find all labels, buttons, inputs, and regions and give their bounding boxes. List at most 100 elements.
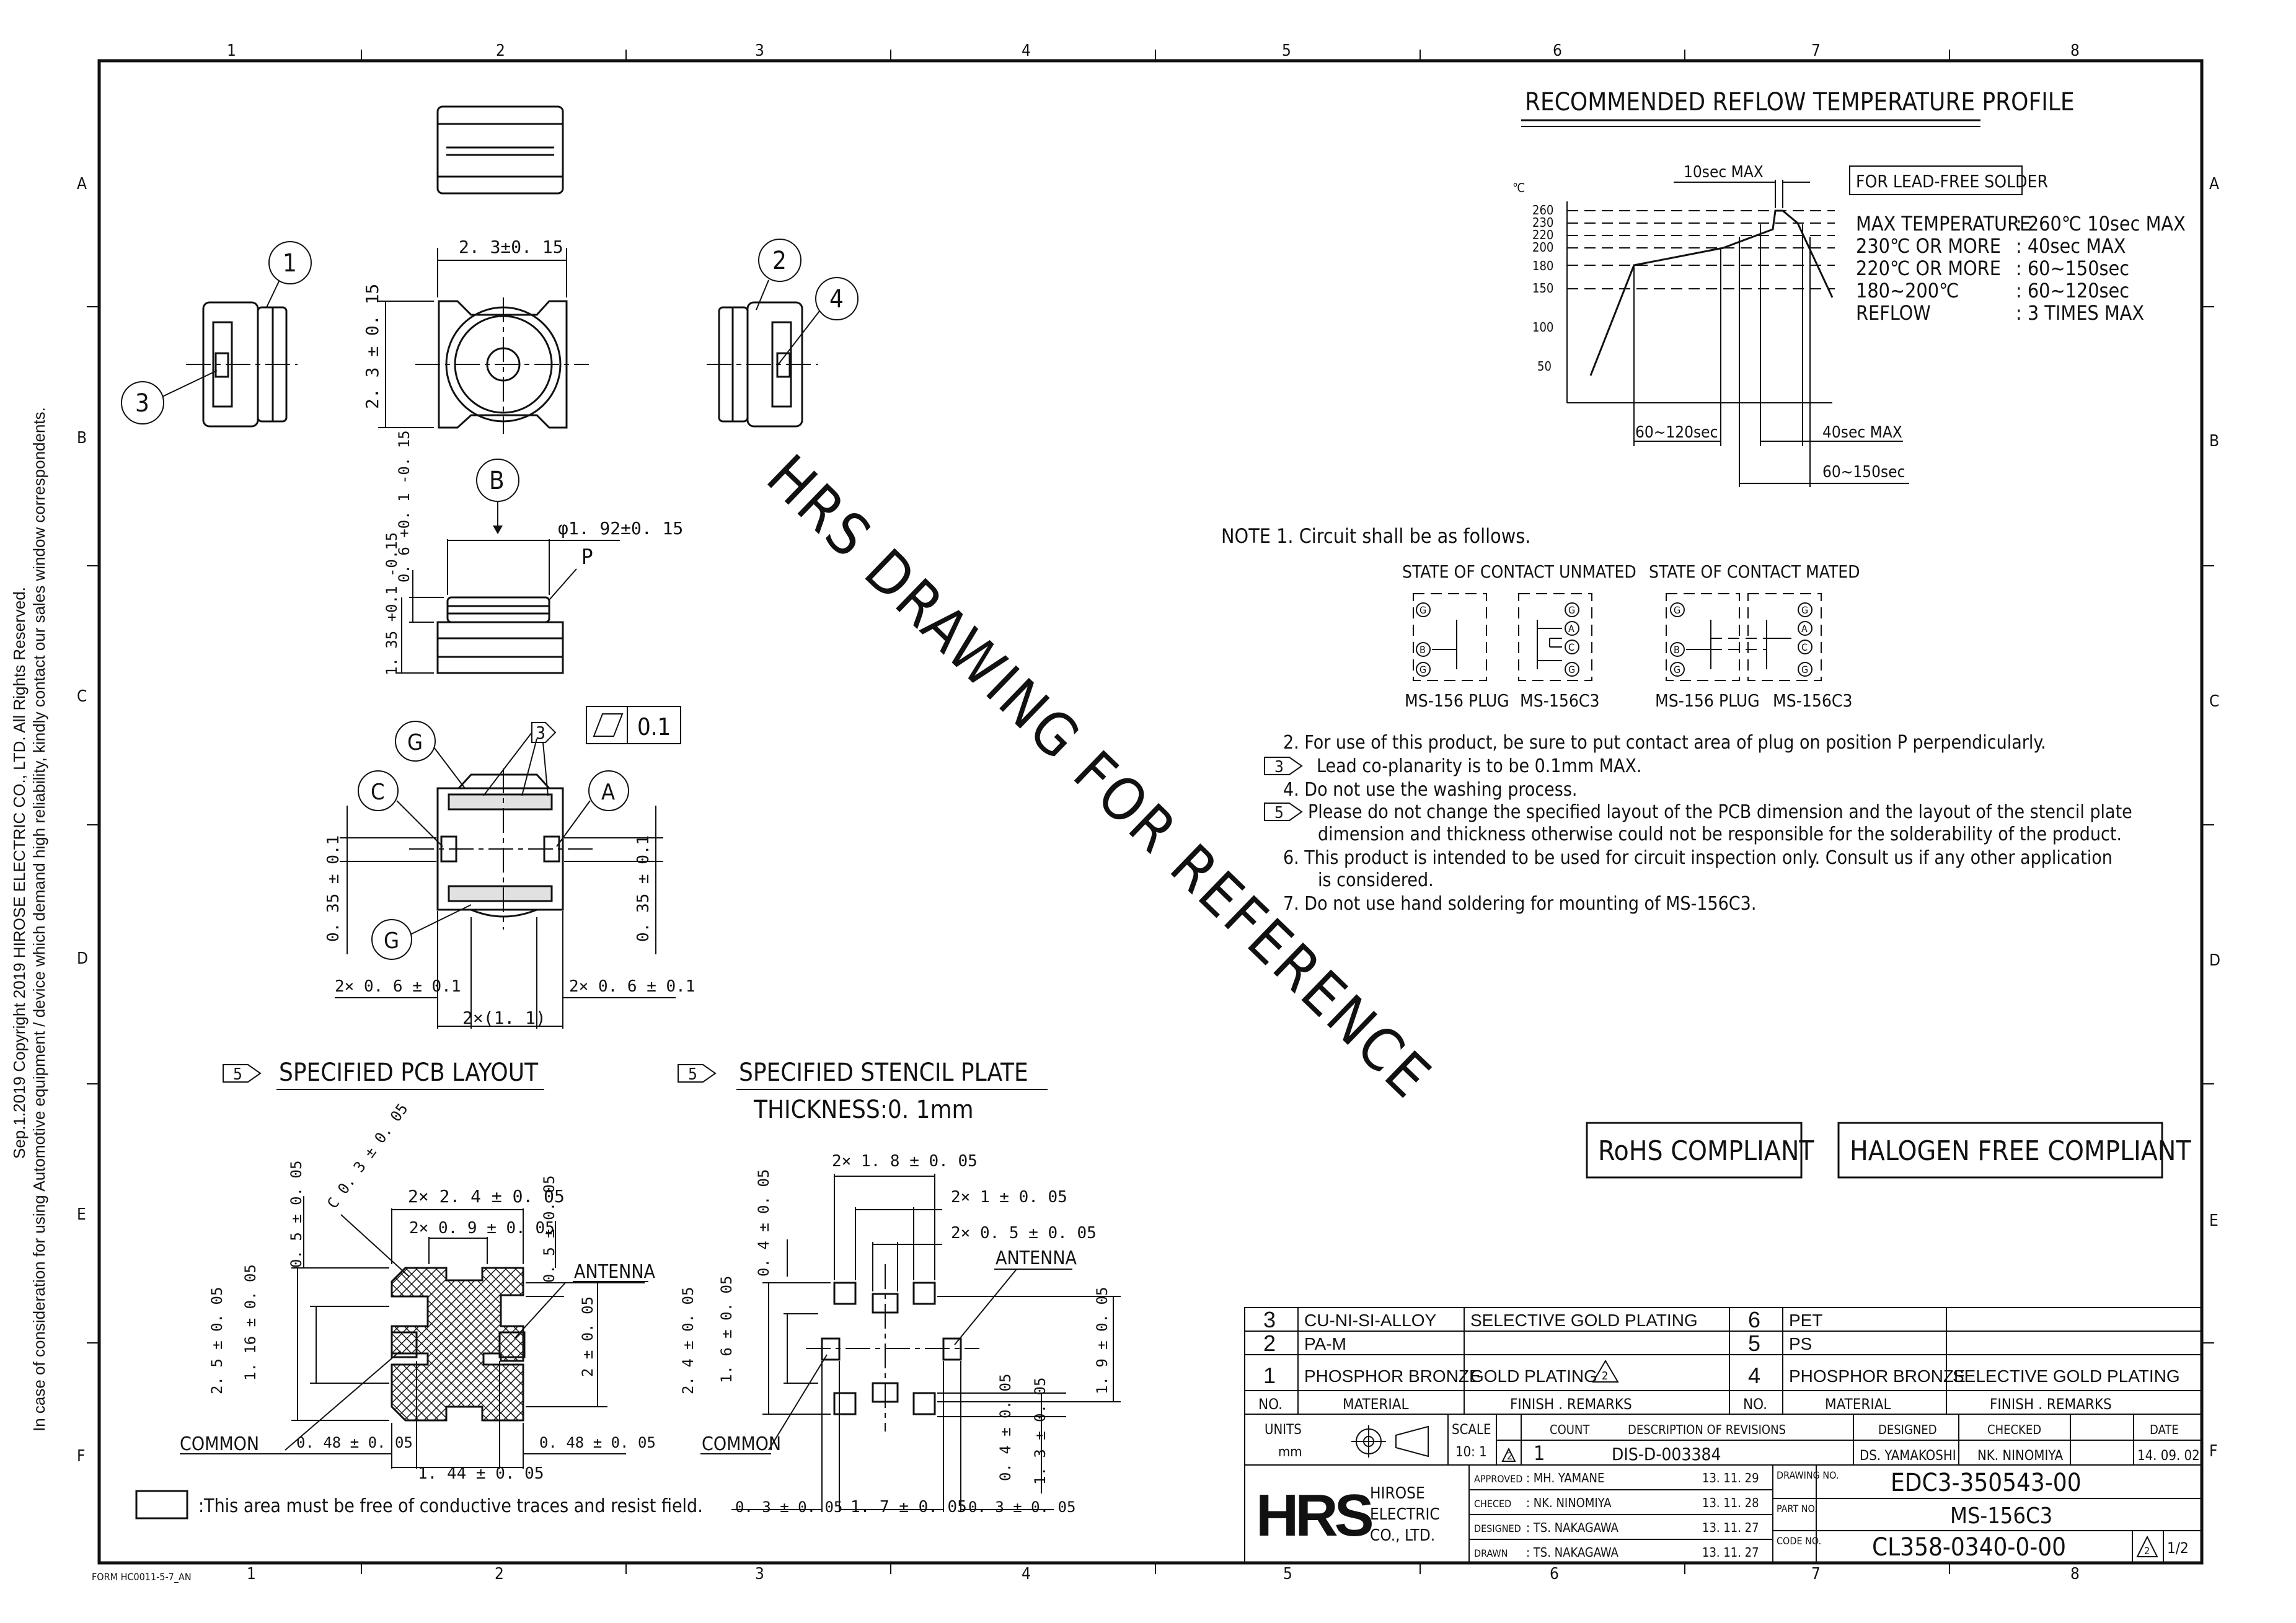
stencil-dim-13: 1. 3 ± 0. 05 [1031, 1378, 1049, 1485]
front-dims [378, 248, 567, 428]
recept-label: MS-156C3 [1773, 690, 1853, 711]
bom-no: 2 [1263, 1331, 1276, 1356]
company-line: HIROSE [1370, 1484, 1425, 1503]
reflow-title: RECOMMENDED REFLOW TEMPERATURE PROFILE [1525, 88, 2075, 117]
lead-free-box [1849, 165, 2023, 195]
pcb-pad-common [391, 1331, 418, 1358]
rev-triangle-icon [1592, 1360, 1619, 1383]
pcb-note-mark: 5 [233, 1065, 242, 1084]
dim-2x0-6-right: 2× 0. 6 ± 0.1 [569, 977, 695, 996]
dim-60-120: 60~120sec [1635, 423, 1718, 442]
dim-40sec: 40sec MAX [1822, 423, 1902, 442]
front-view [415, 297, 589, 434]
pin-label: G [1674, 664, 1680, 675]
pcb-dim-2x09: 2× 0. 9 ± 0. 05 [409, 1219, 555, 1238]
pin-label: B [1420, 644, 1426, 656]
bom-material: PET [1789, 1311, 1822, 1330]
y-tick: 100 [1532, 320, 1553, 335]
col-label: 3 [755, 42, 764, 60]
col-label: 4 [1022, 1565, 1031, 1583]
bom-material: PA-M [1304, 1334, 1346, 1353]
checked-date: 13. 11. 28 [1702, 1495, 1759, 1510]
projection-symbol [1351, 1425, 1429, 1458]
pcb-dim-048-right: 0. 48 ± 0. 05 [539, 1434, 656, 1451]
units-value: mm [1278, 1445, 1302, 1460]
drawn-by: : TS. NAKAGAWA [1526, 1545, 1619, 1560]
stencil-note-flag [678, 1064, 717, 1083]
dim-0-6: 0. 6 +0. 1 -0. 15 [395, 430, 413, 583]
col-label: 6 [1550, 1565, 1559, 1583]
callout-4 [815, 277, 859, 320]
pin-label: G [1801, 664, 1808, 675]
reflow-y-ticks: 260 230 220 200 180 150 100 50 [1532, 203, 1553, 374]
halogen-text: HALOGEN FREE COMPLIANT [1850, 1135, 2191, 1167]
keepout-legend-swatch [135, 1490, 188, 1520]
pin-label: G [1801, 604, 1808, 616]
pin [1565, 662, 1579, 677]
frame-ticks [87, 50, 2214, 1574]
bom-rows: 3 CU-NI-SI-ALLOY SELECTIVE GOLD PLATING … [1263, 1307, 2180, 1388]
view-arrow-head [493, 526, 503, 534]
bom-no: 5 [1748, 1331, 1760, 1356]
hrs-logo: HRS [1256, 1482, 1372, 1549]
row-label: A [77, 175, 87, 193]
section-view [409, 768, 595, 930]
peak-label: 10sec MAX [1684, 163, 1764, 182]
pin [1416, 642, 1431, 657]
scale-value: 10: 1 [1455, 1445, 1487, 1460]
pcb-dim-2: 2 ± 0. 05 [579, 1296, 596, 1377]
leader [266, 281, 280, 308]
dim-1-35: 1. 35 +0.1 -0.15 [383, 532, 400, 675]
y-tick: 50 [1537, 359, 1552, 374]
pcb-note-flag [223, 1064, 262, 1083]
bom-head-finish: FINISH . REMARKS [1510, 1396, 1632, 1413]
label-g-bottom [371, 919, 412, 960]
row-label: E [77, 1205, 86, 1224]
stencil-dim-19: 1. 9 ± 0. 05 [1093, 1287, 1111, 1394]
stencil-dim-03-left: 0. 3 ± 0. 05 [735, 1498, 842, 1516]
bom-head-no: NO. [1258, 1396, 1283, 1413]
reflow-curve [1589, 209, 1834, 376]
spec-value: : 260℃ 10sec MAX [2016, 212, 2186, 235]
pin-label: G [1420, 664, 1426, 675]
pin [1798, 640, 1813, 654]
note-3-mark: 3 [1274, 758, 1284, 776]
copyright-line-2: In case of consideration for using Autom… [30, 407, 48, 1432]
col-label: 7 [1811, 1565, 1821, 1583]
col-label: 8 [2070, 1565, 2080, 1583]
frame-col-labels: 1 2 3 4 5 6 7 8 1 2 3 4 5 6 7 8 [227, 42, 2080, 1583]
pin [1416, 662, 1431, 677]
stencil-centerlines [806, 1264, 979, 1432]
left-view [186, 301, 298, 428]
bom-head-finish: FINISH . REMARKS [1990, 1396, 2112, 1413]
pcb-common: COMMON [180, 1433, 259, 1455]
spec-value: : 60~150sec [2016, 257, 2129, 280]
spec-key: 180~200℃ [1856, 279, 1959, 302]
sheet-no: 1/2 [2167, 1539, 2189, 1557]
pin-label: C [1801, 641, 1808, 653]
note-3-flag-icon [1264, 757, 1303, 775]
designed-label: DESIGNED [1474, 1523, 1521, 1534]
checked-label: CHECKED [1987, 1422, 2041, 1437]
callout-1 [268, 241, 312, 284]
pcb-dim-25: 2. 5 ± 0. 05 [208, 1287, 226, 1394]
stencil-title: SPECIFIED STENCIL PLATE [739, 1058, 1028, 1087]
label-g-top-text: G [407, 730, 423, 755]
stencil-dims [731, 1174, 1121, 1512]
callout-2 [758, 239, 801, 282]
designed-label: DESIGNED [1878, 1422, 1937, 1437]
callout-1-label: 1 [283, 249, 297, 278]
callout-4-label: 4 [829, 285, 844, 314]
date-label: DATE [2150, 1422, 2179, 1437]
col-label: 3 [755, 1565, 764, 1583]
leader [410, 904, 472, 935]
note-3: Lead co-planarity is to be 0.1mm MAX. [1317, 755, 1642, 777]
rohs-text: RoHS COMPLIANT [1598, 1135, 1814, 1167]
note-2: 2. For use of this product, be sure to p… [1283, 732, 2046, 754]
stencil-dim-24: 2. 4 ± 0. 05 [679, 1287, 697, 1394]
reflow-chart [1566, 201, 1835, 403]
callout-2-label: 2 [772, 247, 787, 275]
drawing-no: EDC3-350543-00 [1891, 1469, 2082, 1497]
leader [483, 732, 532, 796]
